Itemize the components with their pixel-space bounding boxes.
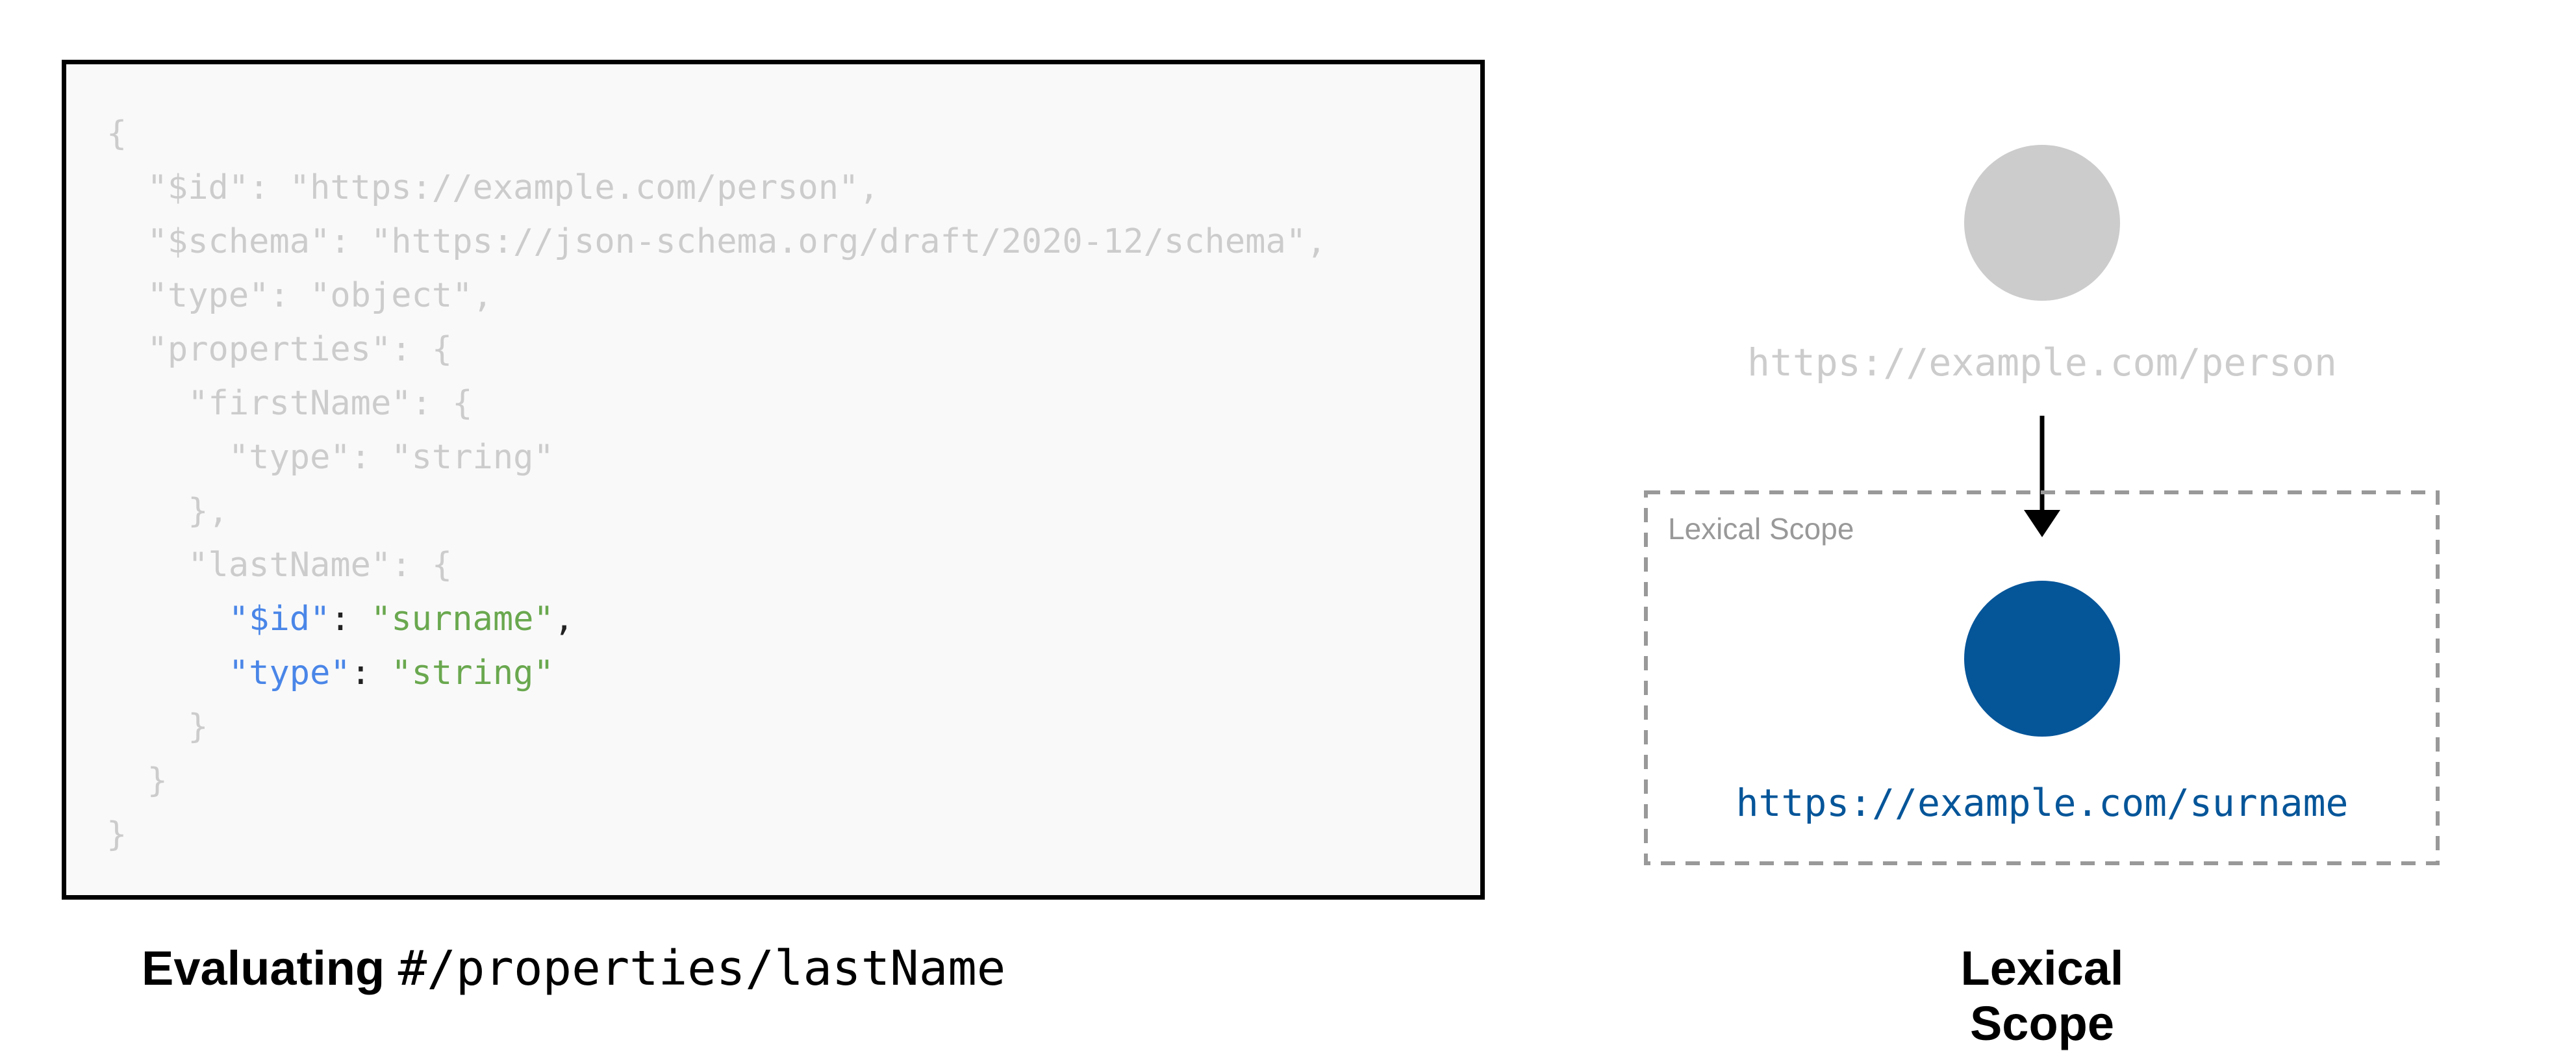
- code-string: "surname": [371, 600, 554, 639]
- evaluating-label: Evaluating: [142, 941, 385, 995]
- code-line: "firstName": {: [107, 377, 1326, 431]
- code-text: }: [107, 815, 127, 854]
- lexical-scope-box: [1644, 490, 2440, 865]
- code-text: "$schema": "https://json-schema.org/draf…: [107, 222, 1327, 261]
- code-text: "properties": {: [107, 330, 453, 369]
- scope-label: Lexical Scope: [1668, 512, 1854, 546]
- code-line: "properties": {: [107, 323, 1326, 377]
- code-text: "$id": "https://example.com/person",: [107, 168, 879, 207]
- parent-uri: https://example.com/person: [1747, 340, 2337, 385]
- json-code: { "$id": "https://example.com/person", "…: [107, 107, 1326, 862]
- code-text: },: [107, 492, 229, 531]
- code-line: "$schema": "https://json-schema.org/draf…: [107, 215, 1327, 269]
- code-line: }: [107, 754, 1326, 808]
- evaluating-caption: Evaluating #/properties/lastName: [142, 941, 1005, 996]
- code-text: {: [107, 114, 127, 153]
- code-line: "$id": "https://example.com/person",: [107, 161, 1326, 215]
- code-line: {: [107, 107, 1326, 161]
- code-line: "type": "string": [107, 431, 1326, 485]
- code-line: }: [107, 700, 1326, 754]
- code-text: :: [330, 600, 372, 639]
- child-schema-node: [1964, 581, 2120, 737]
- lexical-scope-caption: Lexical Scope: [1960, 941, 2124, 1050]
- parent-schema-node: [1964, 145, 2120, 301]
- code-text: "lastName": {: [107, 546, 453, 585]
- code-text: }: [107, 707, 208, 746]
- code-line: "type": "object",: [107, 269, 1326, 323]
- code-line: },: [107, 485, 1326, 538]
- code-text: }: [107, 761, 168, 800]
- json-schema-code-panel: { "$id": "https://example.com/person", "…: [62, 60, 1485, 900]
- code-line: }: [107, 808, 1326, 862]
- child-uri: https://example.com/surname: [1736, 781, 2349, 825]
- code-text: "type": "object",: [107, 276, 493, 315]
- code-text: "firstName": {: [107, 384, 473, 423]
- code-line: "lastName": {: [107, 538, 1326, 592]
- code-text: "type": "string": [107, 438, 554, 477]
- code-text: :: [350, 653, 392, 692]
- json-pointer: #/properties/lastName: [398, 941, 1006, 996]
- code-text: ,: [553, 600, 575, 639]
- code-string: "string": [391, 653, 554, 692]
- code-key: "$id": [228, 600, 331, 639]
- code-key: "type": [228, 653, 351, 692]
- code-line: "type": "string": [107, 646, 1326, 700]
- code-line: "$id": "surname",: [107, 592, 1326, 646]
